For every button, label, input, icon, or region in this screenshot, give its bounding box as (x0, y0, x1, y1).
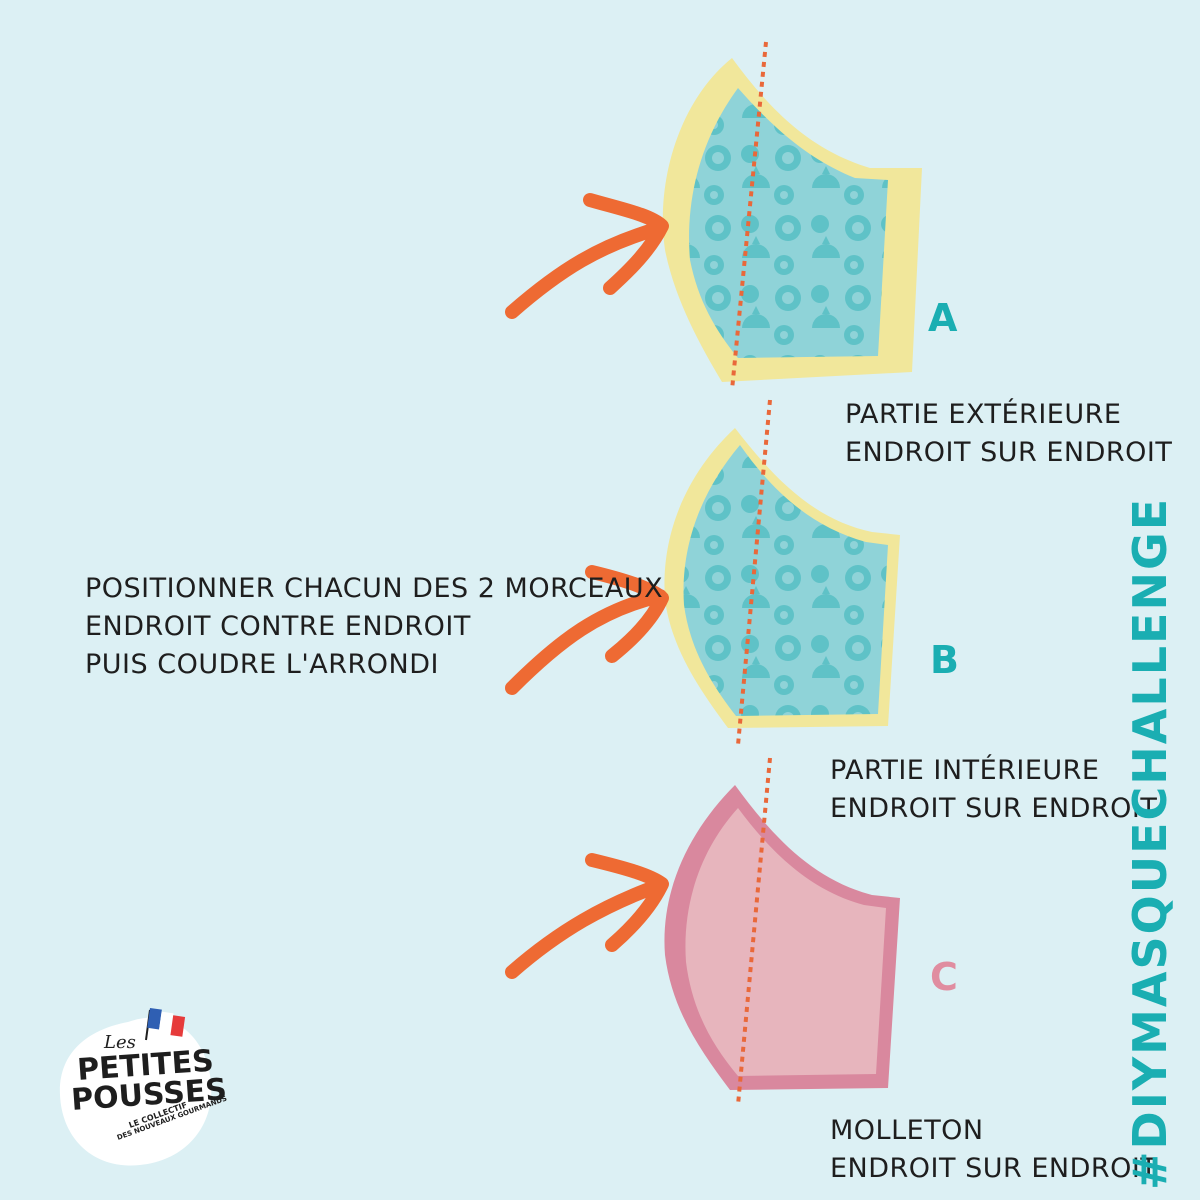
piece-a (505, 41, 922, 391)
logo-line1: Les (103, 1032, 136, 1053)
piece-a-arrow (505, 193, 669, 319)
piece-c-fabric (685, 808, 886, 1076)
piece-c (505, 757, 900, 1106)
hashtag: #DIYMASQUECHALLENGE (1123, 496, 1177, 1190)
piece-a-letter: A (928, 296, 958, 340)
piece-a-caption-line-2: ENDROIT SUR ENDROIT (845, 437, 1173, 468)
piece-b-fabric (683, 445, 888, 716)
piece-b-caption-line-2: ENDROIT SUR ENDROIT (830, 793, 1158, 824)
piece-a-fabric (689, 88, 888, 358)
brand-logo: Les PETITES POUSSES LE COLLECTIF DES NOU… (59, 1008, 228, 1166)
piece-b-caption: PARTIE INTÉRIEURE ENDROIT SUR ENDROIT (830, 752, 1157, 828)
instruction-text: POSITIONNER CHACUN DES 2 MORCEAUX ENDROI… (85, 570, 663, 684)
piece-a-caption-line-1: PARTIE EXTÉRIEURE (845, 399, 1122, 430)
piece-c-caption-line-1: MOLLETON (830, 1115, 984, 1146)
piece-a-seam-line (730, 41, 768, 391)
french-flag-icon (145, 1008, 186, 1041)
piece-b-letter: B (930, 638, 959, 682)
piece-c-letter: C (930, 955, 958, 999)
instruction-line-2: ENDROIT CONTRE ENDROIT (85, 611, 471, 642)
piece-c-arrow (505, 853, 669, 979)
piece-c-caption-line-2: ENDROIT SUR ENDROIT (830, 1153, 1158, 1184)
piece-b-seam-line (736, 399, 772, 746)
piece-b (505, 399, 900, 746)
instruction-line-1: POSITIONNER CHACUN DES 2 MORCEAUX (85, 573, 664, 604)
piece-a-caption: PARTIE EXTÉRIEURE ENDROIT SUR ENDROIT (845, 396, 1172, 472)
logo-badge-shape (59, 1017, 212, 1166)
piece-b-caption-line-1: PARTIE INTÉRIEURE (830, 755, 1100, 786)
piece-c-caption: MOLLETON ENDROIT SUR ENDROIT (830, 1112, 1157, 1188)
piece-c-seam-line (736, 757, 772, 1106)
instruction-line-3: PUIS COUDRE L'ARRONDI (85, 649, 439, 680)
piece-b-arrow (505, 565, 669, 695)
